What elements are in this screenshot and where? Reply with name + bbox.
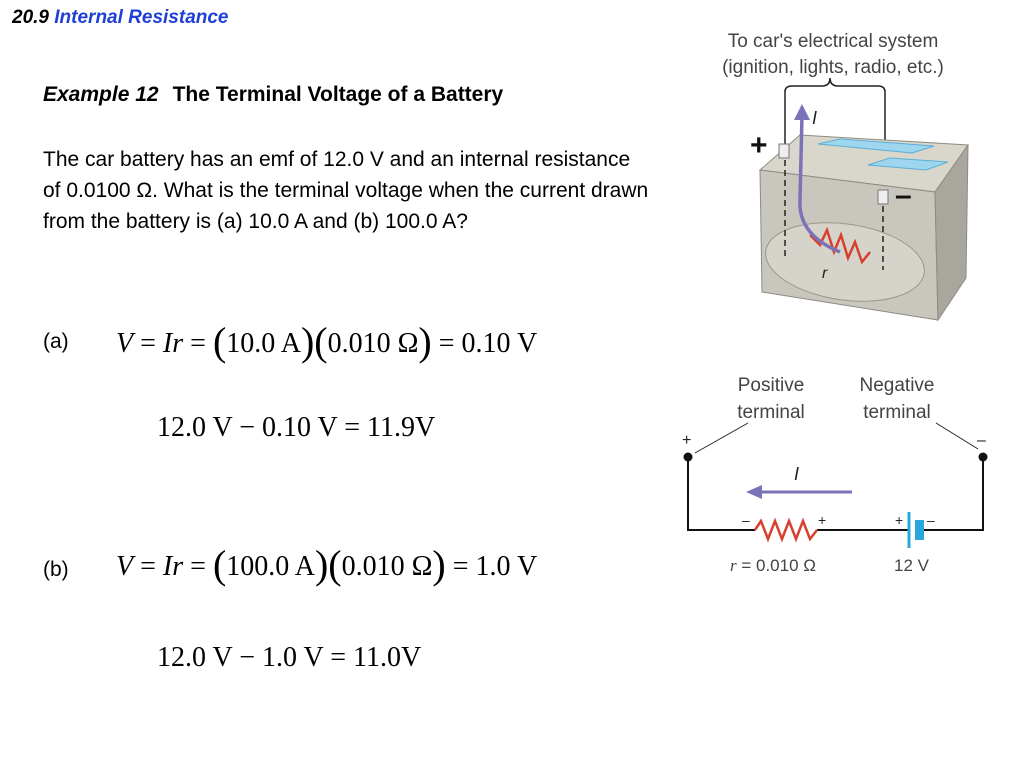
positive-terminal-post [778, 143, 790, 159]
internal-resistor [809, 226, 871, 265]
resistor-minus-sign: – [742, 512, 750, 528]
section-number: 20.9 [12, 7, 49, 28]
circuit-emf-label: 12 V [894, 556, 930, 575]
eq-result: = 1.0 V [445, 551, 538, 582]
section-header: 20.9 Internal Resistance [12, 7, 229, 29]
current-i-label: I [812, 108, 817, 128]
problem-statement: The car battery has an emf of 12.0 V and… [43, 148, 649, 233]
part-a-equation-1: V = Ir = (10.0 A)(0.010 Ω) = 0.10 V [116, 319, 538, 364]
part-a-equation-2: 12.0 V − 0.10 V = 11.9V [157, 412, 436, 443]
resistance-r-label: r [822, 265, 828, 282]
section-title: Internal Resistance [54, 7, 229, 28]
eq-variable-v: V [116, 328, 134, 359]
eq-resistance: 0.010 Ω [341, 551, 433, 582]
circuit-resistor [753, 517, 818, 543]
battery-caption-line1: To car's electrical system [728, 31, 939, 52]
part-b-equation-1: V = Ir = (100.0 A)(0.010 Ω) = 1.0 V [116, 542, 538, 587]
r-variable: r [730, 556, 737, 575]
current-arrow-icon [794, 104, 810, 120]
eq-result: = 0.10 V [431, 328, 538, 359]
eq-variable-v: V [116, 551, 134, 582]
part-b-label: (b) [43, 558, 69, 581]
circuit-minus-terminal: – [977, 432, 986, 449]
battery-plus-sign: + [895, 512, 903, 528]
circuit-current-label: I [794, 464, 799, 484]
eq-current: 10.0 A [226, 328, 301, 359]
part-a-label: (a) [43, 330, 69, 353]
eq-equals: = [133, 328, 163, 359]
brace-icon [784, 77, 886, 93]
battery-minus-sign: – [895, 179, 912, 212]
current-path [798, 114, 841, 254]
circuit-resistance-label: r = 0.010 Ω [730, 556, 816, 575]
example-heading: Example 12 The Terminal Voltage of a Batt… [43, 83, 503, 107]
circuit-plus-terminal: + [682, 432, 691, 449]
battery-plus-sign: + [750, 129, 768, 162]
negative-terminal-line1: Negative [860, 375, 935, 396]
battery-short-plate [915, 520, 924, 540]
r-value: = 0.010 Ω [737, 556, 816, 575]
left-arrow-icon [746, 485, 762, 499]
battery-caption-line2: (ignition, lights, radio, etc.) [722, 57, 944, 78]
battery-cap-1 [817, 138, 935, 154]
example-label: Example 12 [43, 83, 159, 106]
battery-side [934, 143, 969, 322]
battery-interior [765, 222, 925, 302]
eq-equals: = [183, 551, 213, 582]
battery-cap-2 [867, 157, 949, 171]
eq-equals: = [133, 551, 163, 582]
eq-variable-ir: Ir [162, 328, 184, 359]
example-title: The Terminal Voltage of a Battery [172, 83, 504, 106]
car-battery-figure: To car's electrical system (ignition, li… [722, 31, 969, 322]
eq-equals: = [183, 328, 213, 359]
positive-terminal-line1: Positive [738, 375, 805, 396]
eq-resistance: 0.010 Ω [327, 328, 419, 359]
resistor-plus-sign: + [818, 512, 826, 528]
eq-current: 100.0 A [226, 551, 315, 582]
part-b-equation-2: 12.0 V − 1.0 V = 11.0V [157, 642, 422, 673]
positive-terminal-line2: terminal [737, 402, 805, 423]
negative-terminal-line2: terminal [863, 402, 931, 423]
battery-minus-sign: – [927, 512, 935, 528]
circuit-diagram: Positive terminal Negative terminal + – … [682, 375, 988, 575]
negative-terminal-post [877, 189, 889, 205]
eq-variable-ir: Ir [162, 551, 184, 582]
